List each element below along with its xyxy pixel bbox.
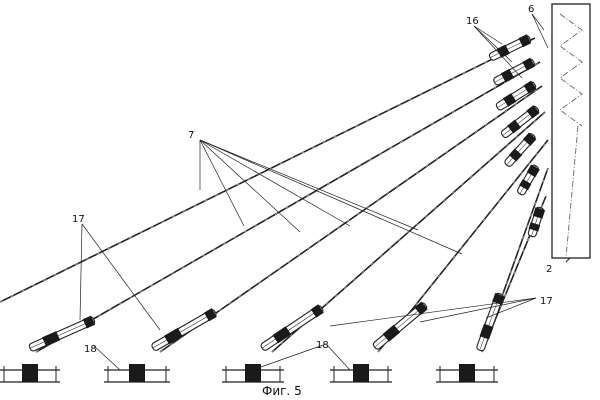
upper-clamp-6 (517, 164, 540, 196)
lower-clamp-5 (476, 292, 505, 352)
cable-3 (159, 85, 543, 353)
lower-clamp-2 (151, 308, 217, 351)
label-lower-clamps-left: 17 (72, 214, 85, 225)
ground-support-5 (436, 364, 498, 383)
label-lower-clamps-right: 17 (540, 296, 553, 307)
cable-1 (0, 37, 536, 303)
pylon (551, 3, 591, 263)
upper-clamp-4 (500, 105, 540, 139)
upper-clamp-3 (495, 80, 537, 111)
leader-lines (79, 13, 549, 371)
upper-clamp-5 (504, 132, 537, 167)
lower-clamp-group (28, 292, 505, 352)
ground-support-3 (222, 364, 284, 383)
label-anchor-blocks: 6 (528, 4, 534, 15)
ground-support-group (0, 364, 498, 383)
ground-support-4 (330, 364, 392, 383)
ground-support-1 (0, 364, 60, 383)
cable-group (0, 37, 549, 353)
upper-clamp-2 (493, 57, 535, 86)
lower-clamp-1 (28, 315, 96, 352)
label-pylon: 2 (546, 264, 552, 275)
lower-clamp-3 (260, 304, 324, 351)
label-ground-supports-right: 18 (316, 340, 329, 351)
upper-clamp-7 (527, 206, 546, 238)
lower-clamp-4 (372, 301, 428, 350)
ground-support-2 (104, 364, 170, 383)
label-ground-supports-left: 18 (84, 344, 97, 355)
figure-caption: Фиг. 5 (262, 384, 302, 398)
label-cables: 7 (188, 130, 194, 141)
label-upper-clamps: 16 (466, 16, 479, 27)
